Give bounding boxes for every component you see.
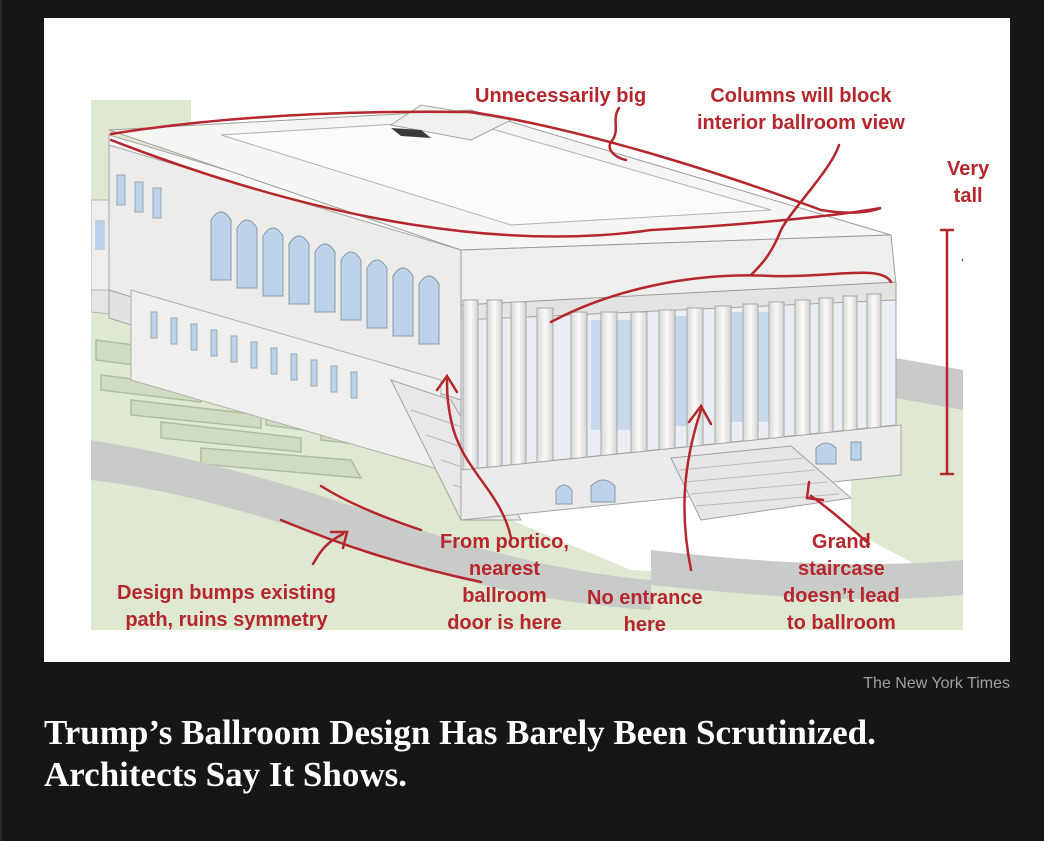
- garden-path-right: [651, 550, 963, 600]
- annotation-text: From portico,: [440, 531, 569, 553]
- left-divider: [0, 0, 2, 841]
- portico-columns: [460, 293, 897, 485]
- annotation-portico-door: From portico, nearest ballroom door is h…: [440, 529, 569, 637]
- annotation-text: staircase: [797, 558, 885, 580]
- headline-line-2: Architects Say It Shows.: [44, 755, 407, 794]
- annotation-text: nearest: [468, 558, 541, 580]
- headline-line-1: Trump’s Ballroom Design Has Barely Been …: [44, 713, 876, 752]
- annotation-text: doesn’t lead: [783, 585, 900, 607]
- annotation-text: to ballroom: [786, 612, 896, 634]
- annotation-strokes: [109, 106, 963, 584]
- annotation-text: path, ruins symmetry: [125, 609, 328, 631]
- article-headline[interactable]: Trump’s Ballroom Design Has Barely Been …: [44, 712, 1004, 796]
- height-bracket: [939, 228, 955, 476]
- annotation-no-entrance: No entrance here: [587, 585, 703, 639]
- annotation-very-tall: Very tall: [947, 156, 989, 210]
- no-entrance-arrow: [683, 408, 703, 572]
- grand-staircase: [670, 445, 853, 521]
- annotation-text: Columns will block: [710, 85, 892, 107]
- annotation-grand-staircase: Grand staircase doesn’t lead to ballroom: [783, 529, 900, 637]
- annotation-text: tall: [953, 185, 983, 207]
- annotation-text: ballroom: [462, 585, 547, 607]
- path-stroke-1: [319, 484, 423, 532]
- portico-arrowhead: [435, 373, 459, 394]
- big-pointer: [608, 106, 628, 162]
- annotation-unnecessarily-big: Unnecessarily big: [475, 83, 646, 110]
- image-credit: The New York Times: [863, 675, 1010, 692]
- annotation-text: interior ballroom view: [697, 112, 905, 134]
- roof-outline-stroke: [109, 110, 882, 238]
- portico-arrow: [445, 378, 513, 540]
- staircase-arrowhead: [805, 480, 825, 502]
- path-stroke-2: [279, 518, 483, 584]
- annotation-text: Grand: [811, 531, 871, 553]
- side-colonnade: [130, 289, 442, 471]
- figure-card[interactable]: Unnecessarily big Columns will block int…: [44, 18, 1010, 662]
- ballroom-rendering: [91, 50, 963, 630]
- roof: [108, 104, 892, 251]
- symmetry-arrowhead: [329, 530, 349, 550]
- annotation-columns-block-view: Columns will block interior ballroom vie…: [697, 83, 905, 137]
- annotation-text: door is here: [447, 612, 562, 634]
- symmetry-arrow: [311, 532, 345, 566]
- annotation-text: Unnecessarily big: [475, 85, 647, 107]
- annotation-text: No entrance: [587, 587, 703, 609]
- garden-path-left: [91, 440, 651, 610]
- annotation-design-bumps-path: Design bumps existing path, ruins symmet…: [117, 580, 336, 634]
- annotation-text: Very: [947, 158, 990, 180]
- columns-pointer: [749, 143, 841, 277]
- portico-arch-stroke: [549, 271, 893, 324]
- annotation-text: here: [623, 614, 666, 636]
- ballroom-illustration: Unnecessarily big Columns will block int…: [91, 50, 989, 636]
- no-entrance-arrowhead: [687, 403, 713, 426]
- annotation-text: Design bumps existing: [117, 582, 336, 604]
